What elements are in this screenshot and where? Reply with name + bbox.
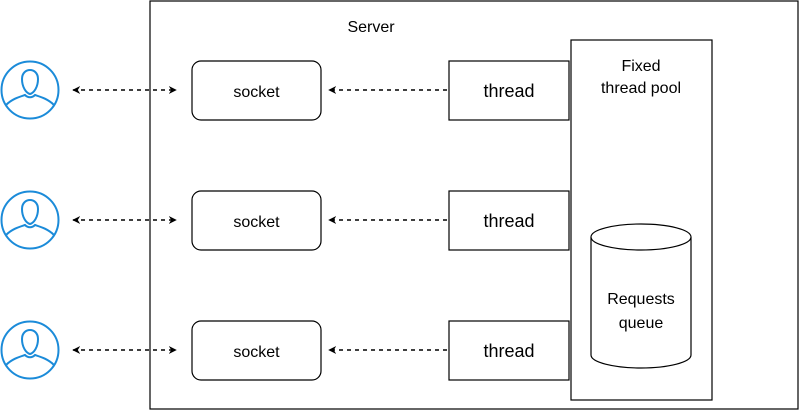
requests-queue: Requests queue — [590, 223, 692, 369]
socket-box — [191, 320, 322, 381]
thread-pool-title-line2: thread pool — [601, 80, 681, 97]
requests-queue-label-line2: queue — [619, 315, 664, 332]
socket-label: socket — [233, 344, 280, 361]
user-icon — [0, 190, 60, 250]
connection-row: socket thread — [0, 60, 570, 121]
thread-box — [448, 190, 570, 251]
socket-label: socket — [233, 214, 280, 231]
socket-box — [191, 60, 322, 121]
thread-label: thread — [483, 341, 534, 361]
thread-label: thread — [483, 81, 534, 101]
connection-row: socket thread — [0, 190, 570, 251]
socket-label: socket — [233, 84, 280, 101]
server-label: Server — [347, 19, 395, 36]
thread-box — [448, 320, 570, 381]
thread-box — [448, 60, 570, 121]
thread-pool-title-line1: Fixed — [621, 58, 660, 75]
connection-row: socket thread — [0, 320, 570, 381]
thread-label: thread — [483, 211, 534, 231]
socket-box — [191, 190, 322, 251]
user-icon — [0, 320, 60, 380]
server-box — [149, 0, 799, 410]
requests-queue-label-line1: Requests — [607, 291, 675, 308]
user-icon — [0, 60, 60, 120]
